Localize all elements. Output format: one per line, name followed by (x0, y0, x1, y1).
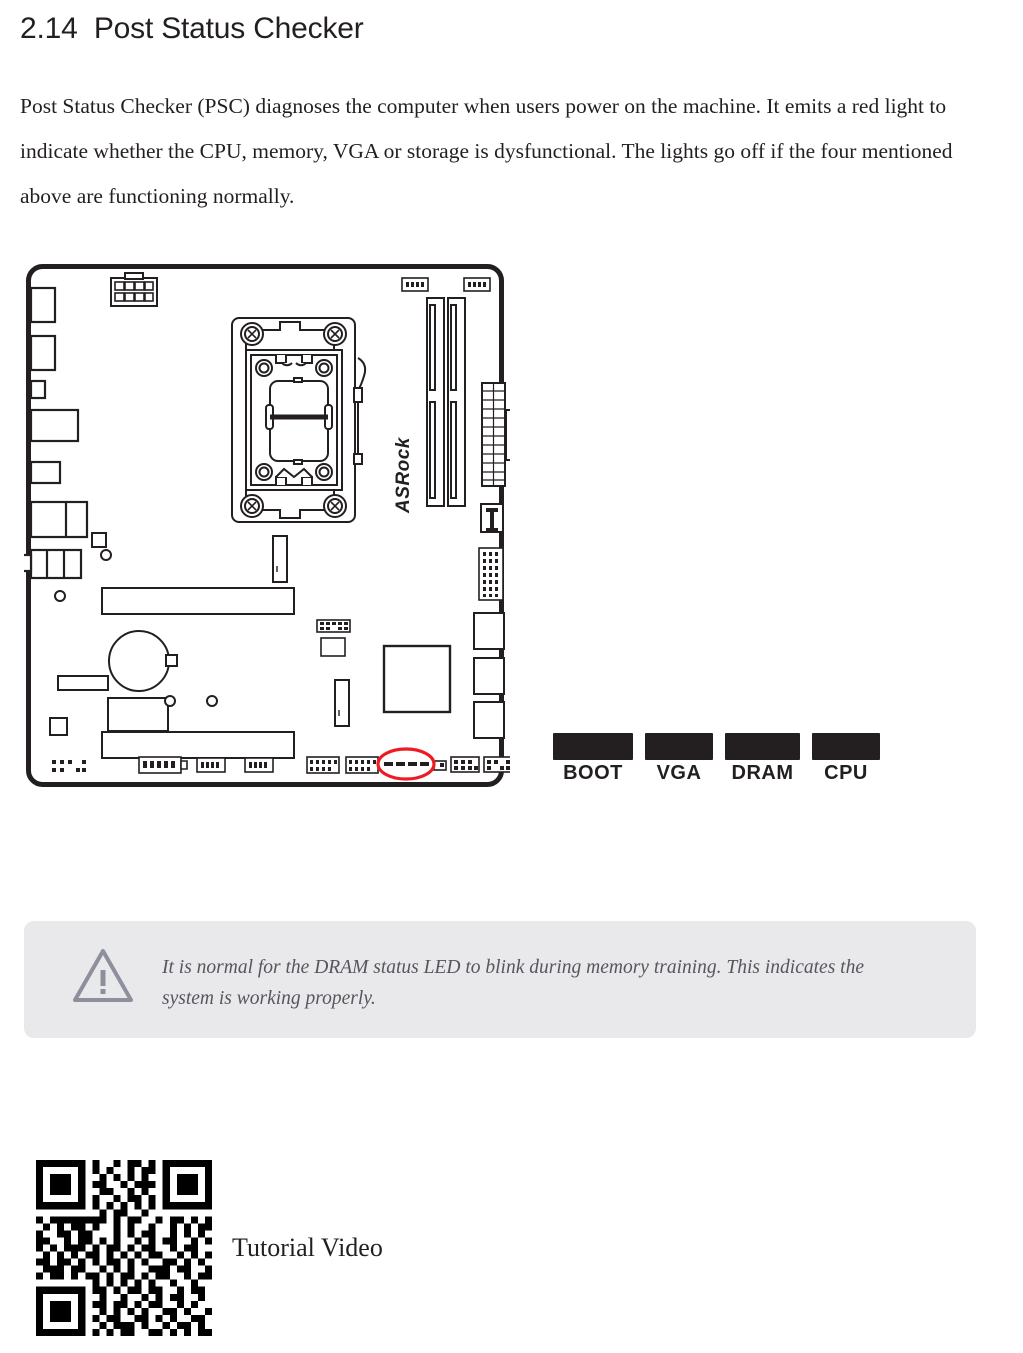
led-chip-vga (645, 733, 713, 760)
io-port-3 (29, 379, 47, 400)
led-label-cpu: CPU (824, 762, 868, 784)
mount-hole (100, 549, 112, 561)
led-legend-item-cpu: CPU (812, 733, 880, 784)
led-label-vga: VGA (656, 762, 702, 784)
tutorial-video-block[interactable]: Tutorial Video (36, 1160, 383, 1336)
note-callout: It is normal for the DRAM status LED to … (24, 921, 976, 1038)
qr-code[interactable] (36, 1160, 212, 1336)
dimm-slots (426, 297, 466, 507)
io-port-7 (29, 548, 83, 580)
io-port-5 (29, 460, 62, 485)
mount-hole (206, 695, 218, 707)
led-legend: BOOT VGA DRAM CPU (553, 733, 880, 784)
led-label-boot: BOOT (563, 762, 623, 784)
m2-slots (272, 535, 350, 727)
usb3-header (478, 547, 504, 601)
led-legend-item-vga: VGA (645, 733, 713, 784)
intro-paragraph: Post Status Checker (PSC) diagnoses the … (20, 94, 953, 208)
warning-triangle-icon (72, 948, 134, 1004)
component-bar-2 (107, 697, 169, 732)
chipset-heatsink (382, 644, 452, 714)
bottom-edge-headers (52, 756, 510, 774)
page-title: 2.14 Post Status Checker (20, 12, 364, 45)
io-port-1 (29, 286, 57, 324)
led-legend-item-boot: BOOT (553, 733, 633, 784)
tutorial-video-label: Tutorial Video (232, 1233, 383, 1262)
io-port-tab (24, 553, 33, 573)
io-port-6 (29, 500, 89, 539)
eps-power-connector (110, 272, 158, 307)
fan-headers (401, 277, 491, 292)
led-chip-dram (725, 733, 800, 760)
pcie-slots (101, 587, 295, 759)
post-status-checker-leds (384, 762, 429, 766)
atx-24pin-connector (481, 382, 510, 487)
note-text: It is normal for the DRAM status LED to … (162, 957, 864, 1009)
sata-ports (473, 612, 505, 739)
cpu-socket (231, 317, 367, 523)
cmos-battery (108, 630, 170, 692)
front-panel-audio-header (316, 619, 351, 657)
io-port-4 (29, 408, 80, 443)
led-label-dram: DRAM (731, 762, 794, 784)
mount-hole (54, 590, 66, 602)
led-chip-cpu (812, 733, 880, 760)
asrock-silkscreen: ASRock (393, 436, 414, 514)
component-square-2 (49, 717, 68, 736)
led-chip-boot (553, 733, 633, 760)
mount-hole (164, 695, 176, 707)
motherboard-diagram: ASRock (24, 258, 510, 793)
usb-type-c-header (480, 503, 504, 533)
highlight-ellipse (376, 747, 436, 781)
led-legend-item-dram: DRAM (725, 733, 800, 784)
io-port-2 (29, 334, 57, 372)
component-square-1 (91, 532, 107, 548)
component-bar-1 (57, 675, 109, 691)
